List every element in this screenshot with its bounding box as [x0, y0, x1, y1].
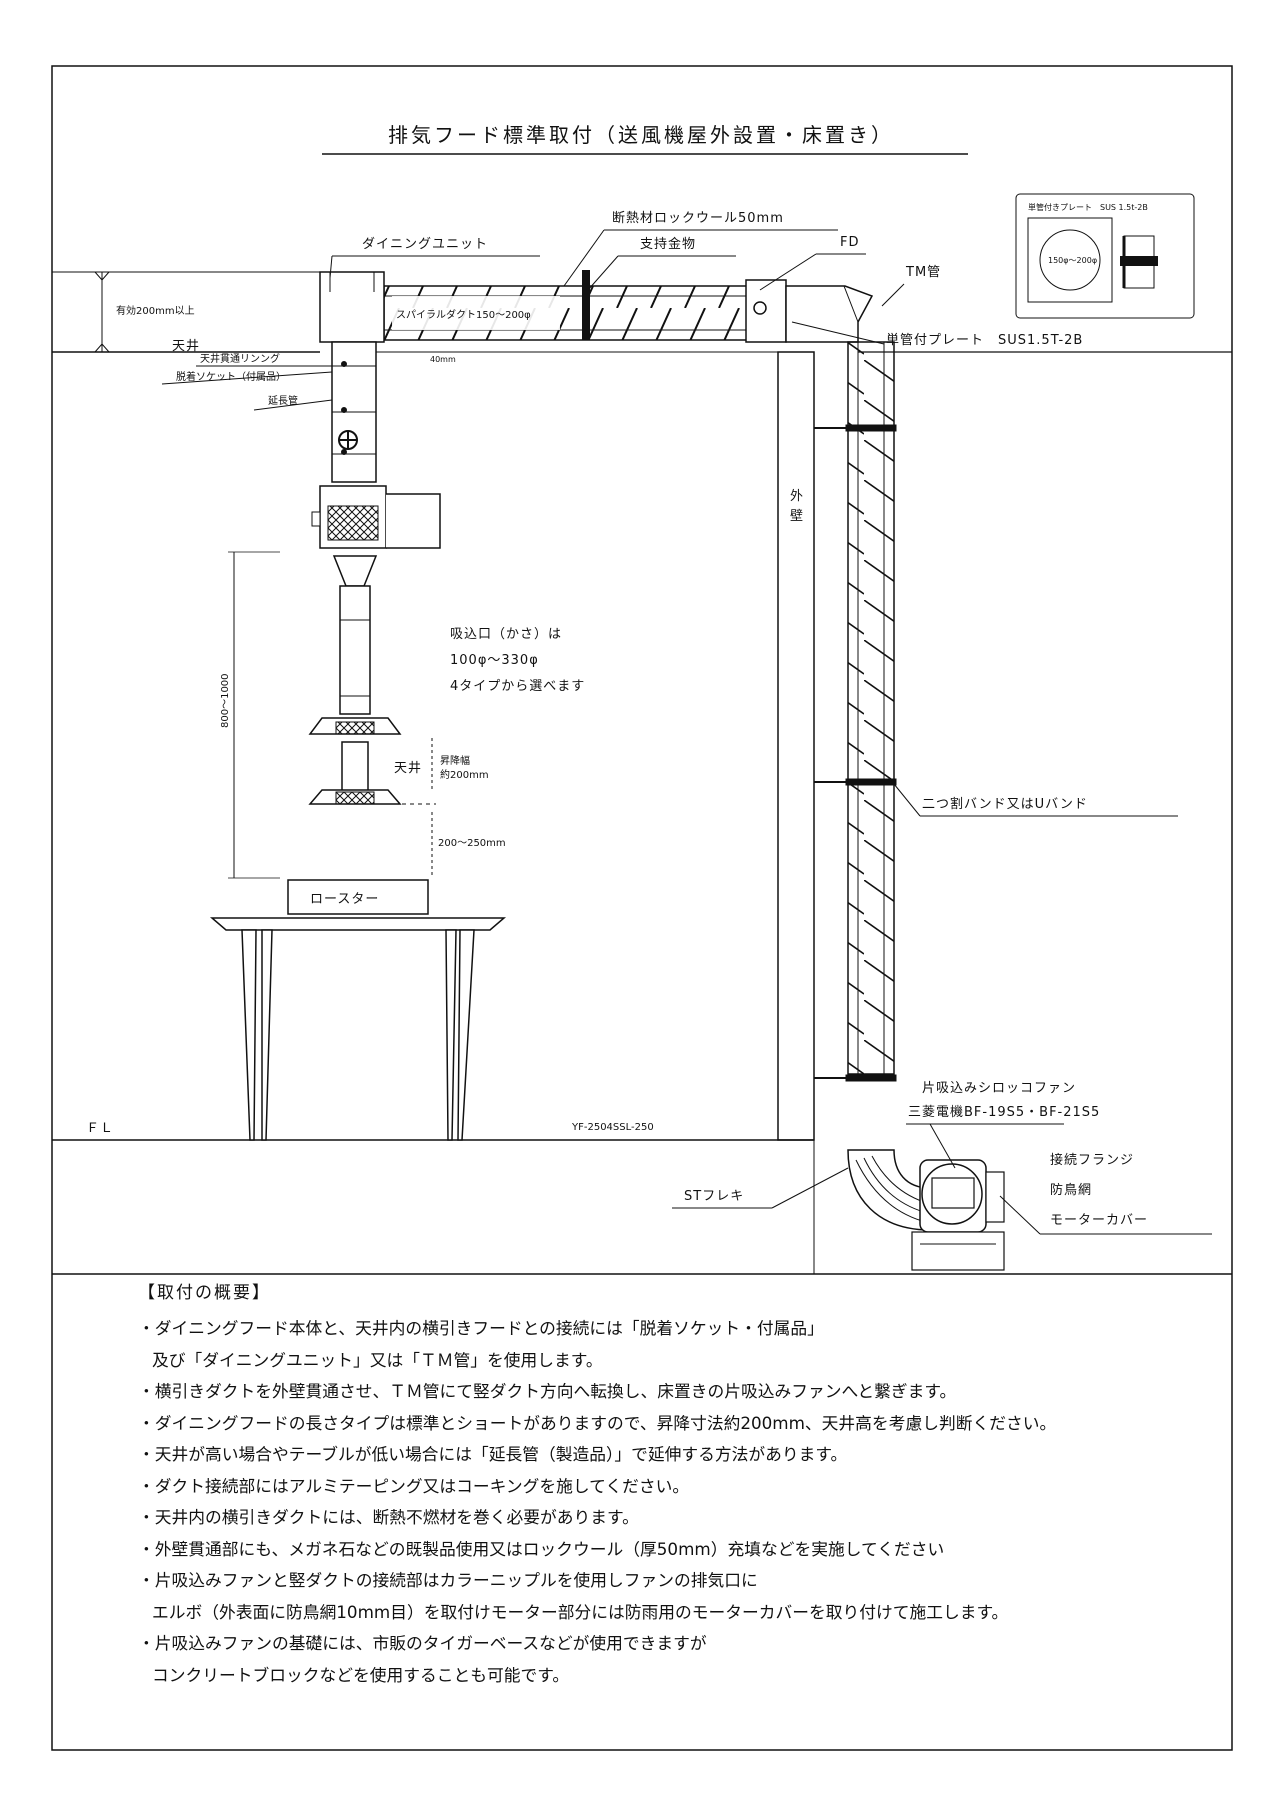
tm-pipe: [785, 285, 874, 343]
table: [209, 917, 507, 1141]
wall-bands: [814, 424, 897, 1082]
note-line: ・外壁貫通部にも、メガネ石などの既製品使用又はロックウール（厚50mm）充填など…: [138, 1538, 945, 1559]
lift-range-1: 昇降幅: [440, 754, 470, 767]
note-line: ・片吸込みファンと竪ダクトの接続部はカラーニップルを使用しファンの排気口に: [138, 1570, 758, 1590]
note-line: 及び「ダイニングユニット」又は「ＴＭ管」を使用します。: [152, 1349, 603, 1370]
page-border: [51, 65, 1233, 1751]
inset-title: 単管付きプレート SUS 1.5t-2B: [1028, 202, 1148, 212]
dining-unit-box: [319, 271, 385, 343]
note-line: コンクリートブロックなどを使用することも可能です。: [152, 1664, 570, 1685]
detach-socket-label: 脱着ソケット（付属品）: [176, 370, 286, 383]
dim-800-1000-label: 800～1000: [220, 673, 231, 728]
intake-line-1: 吸込口（かさ）は: [450, 627, 562, 642]
ceiling-lower-label: 天井: [394, 761, 422, 776]
insulation-label: 断熱材ロックウール50mm: [612, 211, 784, 226]
outer-wall-label-2: 壁: [790, 509, 804, 524]
ceiling-ring-label: 天井貫通リンング: [200, 352, 280, 365]
model-number: YF-2504SSL-250: [571, 1122, 654, 1133]
dim-40-label: 40mm: [430, 355, 456, 364]
fl-label: ＦＬ: [86, 1121, 114, 1136]
roaster-label: ロースター: [310, 892, 379, 907]
effective-space-label: 有効200mm以上: [116, 304, 195, 317]
note-line: ・ダイニングフード本体と、天井内の横引きフードとの接続には「脱着ソケット・付属品…: [138, 1318, 824, 1338]
fan-name-1: 片吸込みシロッコファン: [922, 1081, 1076, 1096]
spiral-duct-label: スパイラルダクト150～200φ: [396, 308, 531, 321]
roaster-box: [287, 879, 429, 915]
outer-wall-label-1: 外: [790, 489, 804, 504]
st-flex-label: STフレキ: [684, 1189, 744, 1204]
inset-circle-label: 150φ～200φ: [1048, 256, 1097, 265]
split-band-label: 二つ割バンド又はUバンド: [922, 796, 1088, 812]
motor-cover-label: モーターカバー: [1050, 1213, 1148, 1228]
support-bracket-label: 支持金物: [640, 236, 696, 252]
note-line: ・ダイニングフードの長さタイプは標準とショートがありますので、昇降寸法約200m…: [138, 1412, 1057, 1433]
notes-heading: 【取付の概要】: [138, 1283, 271, 1303]
fd-label: FD: [840, 235, 860, 250]
extension-pipe-label: 延長管: [268, 394, 298, 407]
exterior-wall: [777, 351, 815, 1141]
note-line: ・天井内の横引きダクトには、断熱不燃材を巻く必要があります。: [138, 1507, 639, 1527]
dim-200-250-label: 200～250mm: [438, 838, 506, 849]
note-line: ・ダクト接続部にはアルミテーピング又はコーキングを施してください。: [138, 1475, 690, 1496]
installation-notes: 【取付の概要】 ・ダイニングフード本体と、天井内の横引きフードとの接続には「脱着…: [118, 1278, 1238, 1691]
fan-name-2: 三菱電機BF-19S5・BF-21S5: [908, 1105, 1100, 1120]
diagram-title: 排気フード標準取付（送風機屋外設置・床置き）: [388, 123, 894, 147]
bird-net-label: 防鳥網: [1050, 1182, 1092, 1198]
note-line: ・横引きダクトを外壁貫通させ、ＴＭ管にて竪ダクト方向へ転換し、床置きの片吸込みフ…: [138, 1381, 957, 1401]
st-flex-elbow: [847, 1149, 931, 1231]
plate-with-pipe-label: 単管付プレート SUS1.5T-2B: [886, 332, 1083, 348]
fd-damper-icon: [753, 301, 767, 315]
sirocco-fan: [911, 1159, 1005, 1271]
hood-assembly: [308, 341, 441, 805]
note-line: エルボ（外表面に防鳥網10mm目）を取付けモーター部分には防雨用のモーターカバー…: [152, 1601, 1009, 1622]
note-line: ・天井が高い場合やテーブルが低い場合には「延長管（製造品）」で延伸する方法があり…: [138, 1444, 848, 1464]
vertical-duct: [847, 341, 895, 1075]
flange-label: 接続フランジ: [1050, 1152, 1134, 1168]
ceiling-label: 天井: [172, 339, 200, 354]
lift-range-2: 約200mm: [440, 768, 489, 781]
dining-unit-label: ダイニングユニット: [362, 237, 488, 252]
note-line: ・片吸込みファンの基礎には、市販のタイガーベースなどが使用できますが: [138, 1633, 707, 1653]
intake-line-3: 4タイプから選べます: [450, 679, 585, 694]
intake-line-2: 100φ～330φ: [450, 653, 539, 668]
plate-inset: 単管付きプレート SUS 1.5t-2B 150φ～200φ: [1015, 193, 1195, 319]
tm-pipe-label: TM管: [905, 265, 941, 280]
